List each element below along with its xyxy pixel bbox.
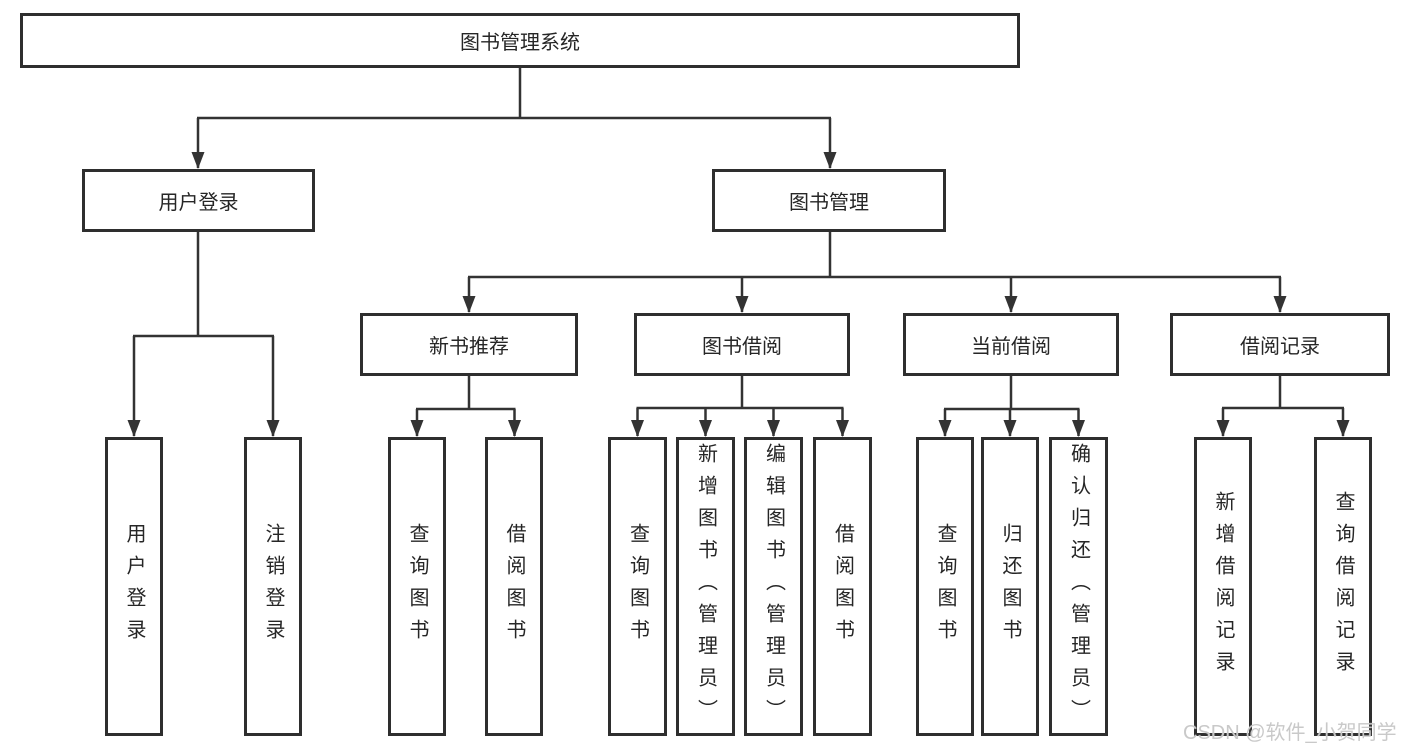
arrow-icon [699, 420, 712, 437]
arrow-icon [191, 152, 205, 169]
leaf-query-borrow-record: 查询借阅记录 [1314, 437, 1372, 736]
leaf-query-books-current: 查询图书 [916, 437, 974, 736]
node-label: 新书推荐 [429, 336, 509, 358]
arrow-icon [1003, 420, 1017, 437]
connector-records-to-leaves [1221, 376, 1345, 436]
leaf-return-book: 归还图书 [981, 437, 1039, 736]
node-book-management: 图书管理 [712, 169, 946, 232]
arrow-icon [767, 420, 780, 437]
leaf-user-login: 用户登录 [105, 437, 163, 736]
arrow-icon [836, 420, 849, 437]
arrow-icon [1273, 296, 1287, 313]
arrow-icon [938, 420, 952, 437]
arrow-icon [410, 420, 424, 437]
node-label: 借阅记录 [1240, 336, 1320, 358]
node-label: 图书管理 [789, 192, 869, 214]
arrow-icon [823, 152, 837, 169]
node-label: 编辑图书（管理员） [762, 442, 785, 731]
node-label: 查询图书 [626, 522, 649, 651]
arrow-icon [127, 420, 141, 437]
node-borrow-records: 借阅记录 [1170, 313, 1390, 376]
connector-bookborrow-to-leaves [636, 376, 844, 436]
node-label: 图书管理系统 [460, 32, 580, 54]
node-label: 用户登录 [158, 192, 239, 214]
arrow-icon [508, 420, 521, 437]
leaf-confirm-return-admin: 确认归还（管理员） [1049, 437, 1108, 736]
node-label: 查询图书 [934, 522, 956, 651]
arrowheads [127, 152, 1350, 437]
node-current-borrow: 当前借阅 [903, 313, 1119, 376]
node-label: 当前借阅 [971, 336, 1051, 358]
node-book-borrow: 图书借阅 [634, 313, 850, 376]
node-label: 借阅图书 [503, 522, 525, 651]
node-label: 查询借阅记录 [1332, 490, 1354, 683]
node-user-login: 用户登录 [82, 169, 315, 232]
connector-root-to-level2 [196, 68, 832, 168]
arrow-icon [1072, 420, 1085, 437]
node-label: 新增借阅记录 [1212, 490, 1234, 683]
leaf-edit-book-admin: 编辑图书（管理员） [744, 437, 803, 736]
arrow-icon [1336, 420, 1350, 437]
node-root-library-system: 图书管理系统 [20, 13, 1020, 68]
node-label: 确认归还（管理员） [1067, 442, 1090, 731]
arrow-icon [631, 420, 644, 437]
leaf-add-book-admin: 新增图书（管理员） [676, 437, 735, 736]
arrow-icon [1216, 420, 1230, 437]
leaf-add-borrow-record: 新增借阅记录 [1194, 437, 1252, 736]
connector-bookmgmt-to-level3 [467, 232, 1282, 312]
arrow-icon [462, 296, 476, 313]
leaf-borrow-books-recommend: 借阅图书 [485, 437, 543, 736]
leaf-query-books-borrow: 查询图书 [608, 437, 667, 736]
leaf-borrow-books: 借阅图书 [813, 437, 872, 736]
node-label: 用户登录 [123, 522, 145, 651]
arrow-icon [735, 296, 749, 313]
node-label: 新增图书（管理员） [694, 442, 717, 731]
csdn-watermark: CSDN @软件_小贺同学 [1183, 722, 1397, 744]
connector-newbook-to-leaves [415, 376, 516, 436]
node-new-book-recommend: 新书推荐 [360, 313, 578, 376]
arrow-icon [266, 420, 280, 437]
arrow-icon [1004, 296, 1018, 313]
node-label: 图书借阅 [702, 336, 782, 358]
node-label: 借阅图书 [831, 522, 854, 651]
node-label: 查询图书 [406, 522, 428, 651]
node-label: 归还图书 [999, 522, 1021, 651]
leaf-logout: 注销登录 [244, 437, 302, 736]
connector-userlogin-to-leaves [132, 232, 275, 436]
leaf-query-books-recommend: 查询图书 [388, 437, 446, 736]
node-label: 注销登录 [262, 522, 284, 651]
